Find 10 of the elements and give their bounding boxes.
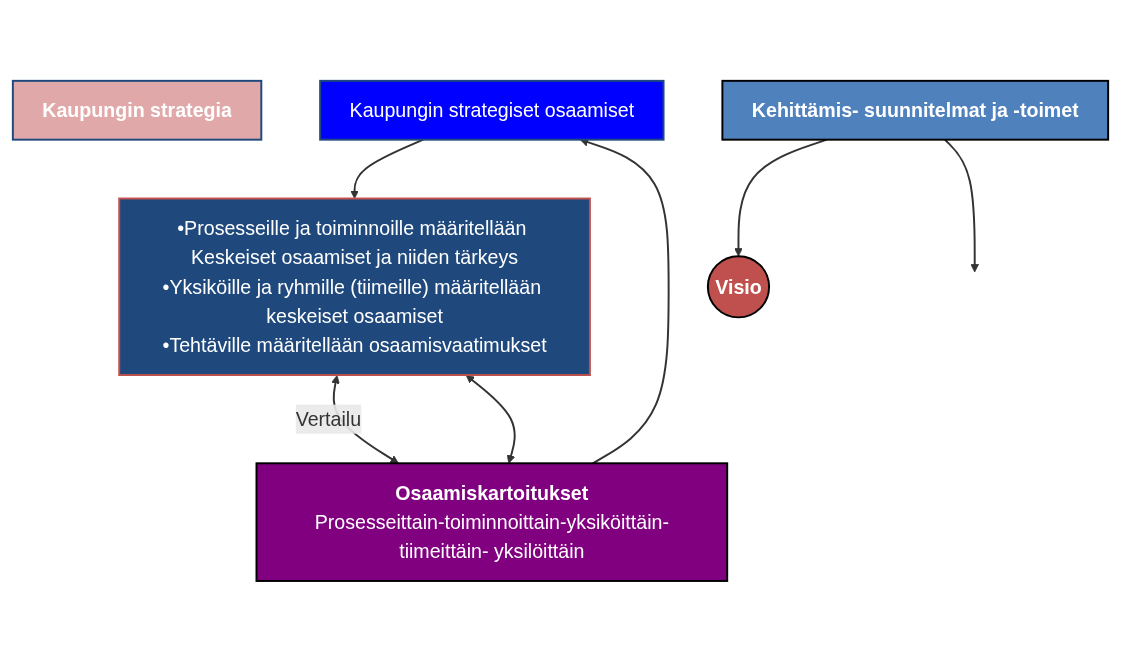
node-circle: Visio [706, 255, 771, 319]
arrow [465, 375, 516, 464]
node-box: •Prosesseille ja toiminnoille määritellään Keskeiset osaamiset ja niiden tärkeys •Yksiköille ja ryhmille (tiimeille) määritellään keskeiset osaamiset •Tehtäville määritellään osaamisvaatimukset [118, 197, 591, 377]
arrow [944, 138, 979, 273]
arrow [579, 138, 670, 465]
node-box: Kaupungin strategiset osaamiset [319, 79, 665, 141]
node-box: Kehittämis- suunnitelmat ja -toimet [721, 79, 1110, 141]
node-box: Kaupungin strategia [11, 79, 263, 141]
node-box: Osaamiskartoitukset Prosesseittain-toiminnoittain-yksiköittäin-tiimeittäin- yksilöittäin [255, 462, 729, 583]
edge-label: Vertailu [295, 408, 362, 431]
